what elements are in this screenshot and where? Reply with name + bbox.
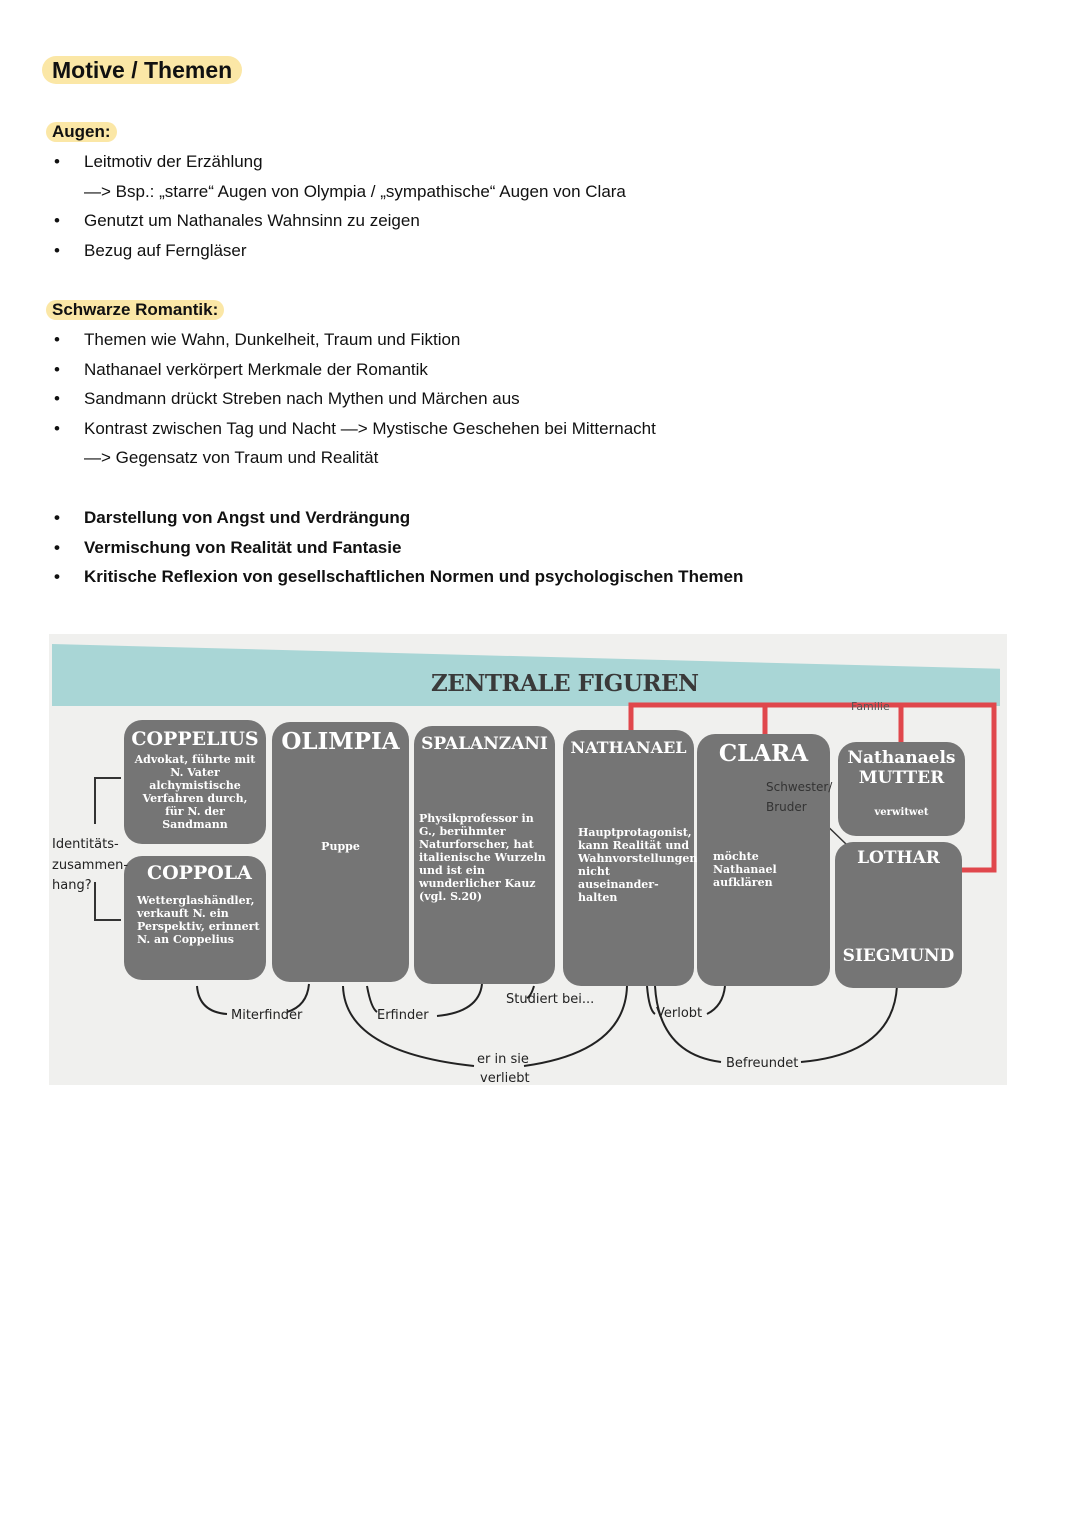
card-name: OLIMPIA [281,728,400,755]
card-desc: Physikprofessor in G., berühmter Naturfo… [419,812,546,903]
card-clara: CLARA möchte Nathanael aufklären [697,734,830,986]
section-heading-romantik: Schwarze Romantik: [46,300,225,320]
card-coppelius: COPPELIUS Advokat, führte mit N. Vater a… [124,720,266,844]
figure-zentrale-figuren: ZENTRALE FIGUREN [49,634,1007,1085]
card-desc: Advokat, führte mit N. Vater alchymistis… [134,753,256,831]
label-befreundet: Befreundet [726,1056,799,1071]
romantik-list: Themen wie Wahn, Dunkelheit, Traum und F… [52,330,656,478]
card-desc: verwitwet [874,807,929,818]
list-item: Genutzt um Nathanales Wahnsinn zu zeigen [52,211,626,241]
card-name: COPPELIUS [131,728,259,750]
card-name: MUTTER [858,768,945,788]
label-identitaet: hang? [52,878,92,893]
card-desc: möchte Nathanael aufklären [713,850,777,889]
label-verliebt: verliebt [480,1071,530,1085]
list-item-sub: —> Bsp.: „starre“ Augen von Olympia / „s… [84,181,626,201]
label-familie: Familie [851,700,890,713]
figure-title: ZENTRALE FIGUREN [431,670,699,697]
label-erfinder: Erfinder [377,1008,429,1023]
card-name: SPALANZANI [421,734,548,754]
card-desc: Puppe [321,840,360,853]
list-item: Themen wie Wahn, Dunkelheit, Traum und F… [52,330,656,360]
card-mutter: Nathanaels MUTTER verwitwet [838,742,965,836]
card-name: NATHANAEL [570,738,687,757]
card-lothar-siegmund: LOTHAR SIEGMUND [835,842,962,988]
page-title: Motive / Themen [42,56,243,84]
card-name: Nathanaels [847,748,956,768]
card-name: COPPOLA [147,862,252,884]
list-item: Kritische Reflexion von gesellschaftlich… [52,567,743,597]
card-name: CLARA [718,740,809,767]
list-item: Leitmotiv der Erzählung [52,152,626,182]
list-item: Darstellung von Angst und Verdrängung [52,508,743,538]
label-studiert: Studiert bei... [506,992,595,1007]
list-item: Vermischung von Realität und Fantasie [52,538,743,568]
list-item: Nathanael verkörpert Merkmale der Romant… [52,360,656,390]
family-lines [628,702,997,873]
augen-list: Leitmotiv der Erzählung —> Bsp.: „starre… [52,152,626,270]
label-verlobt: Verlobt [656,1006,703,1021]
list-item: Bezug auf Ferngläser [52,241,626,271]
card-nathanael: NATHANAEL Hauptprotagonist, kann Realitä… [563,730,698,986]
list-item: Sandmann drückt Streben nach Mythen und … [52,389,656,419]
label-identitaet: Identitäts- [52,837,119,852]
card-desc: Hauptprotagonist, kann Realität und Wahn… [578,826,698,904]
label-schwester: Schwester/ [766,780,833,794]
section-heading-augen: Augen: [46,122,117,142]
list-item-sub: —> Gegensatz von Traum und Realität [84,448,379,468]
card-desc: Wetterglashändler, verkauft N. ein Persp… [137,894,260,946]
list-item: Kontrast zwischen Tag und Nacht —> Mysti… [52,419,656,449]
card-olimpia: OLIMPIA Puppe [272,722,409,982]
card-name-lothar: LOTHAR [857,848,940,868]
card-name-siegmund: SIEGMUND [842,946,955,966]
bold-points-list: Darstellung von Angst und Verdrängung Ve… [52,508,743,597]
label-identitaet: zusammen- [52,858,129,873]
label-miterfinder: Miterfinder [231,1008,303,1023]
label-verliebt: er in sie [477,1052,529,1067]
card-coppola: COPPOLA Wetterglashändler, verkauft N. e… [124,856,266,980]
label-bruder: Bruder [766,800,807,814]
card-spalanzani: SPALANZANI Physikprofessor in G., berühm… [414,726,555,984]
